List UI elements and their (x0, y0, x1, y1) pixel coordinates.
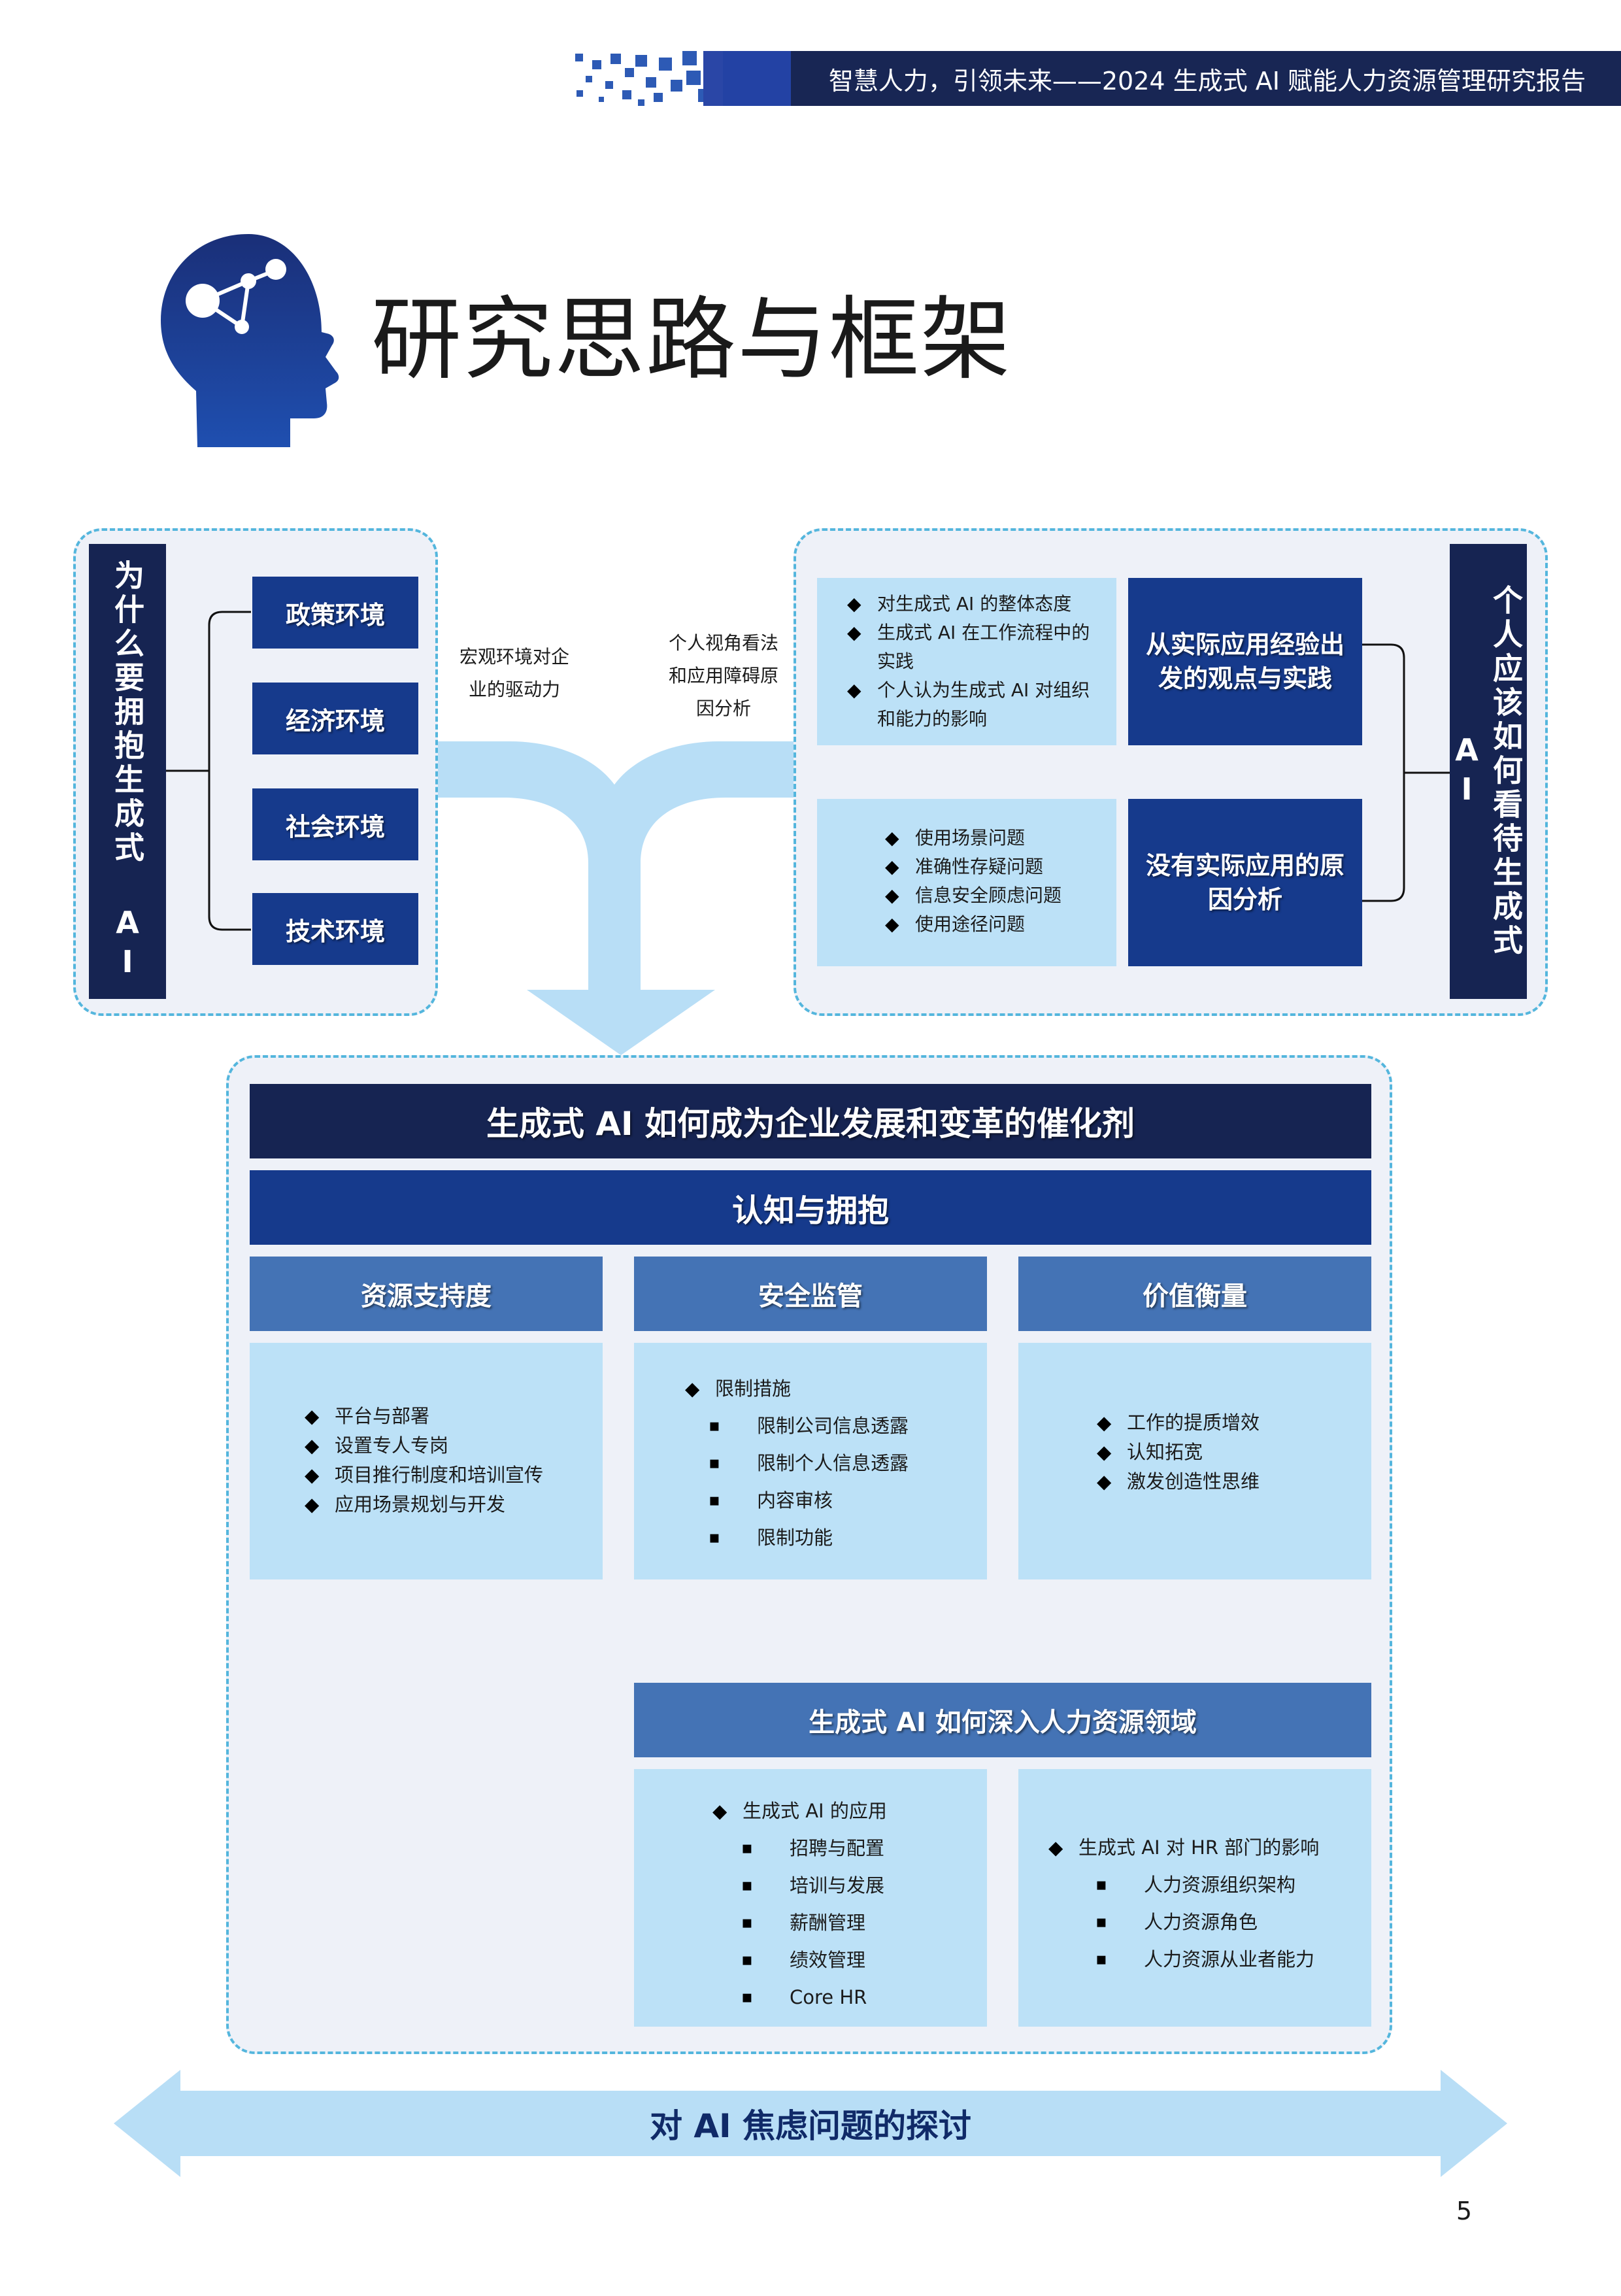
hr-application-sub: 招聘与配置 (741, 1830, 974, 1867)
col-resource-header: 资源支持度 (250, 1257, 603, 1331)
header-pixel-pattern (573, 51, 795, 106)
security-sub-item: 限制个人信息透露 (709, 1445, 974, 1482)
header-bar (791, 51, 1621, 106)
section-title: 研究思路与框架 (371, 287, 1012, 392)
left-vertical-label: 为什么要拥抱生成式 AI (89, 544, 166, 999)
item-economy: 经济环境 (252, 683, 418, 754)
hr-impact-body: 生成式 AI 对 HR 部门的影响 人力资源组织架构 人力资源角色 人力资源从业… (1018, 1769, 1371, 2027)
security-sub-item: 限制功能 (709, 1519, 974, 1557)
hr-application-body: 生成式 AI 的应用 招聘与配置 培训与发展 薪酬管理 绩效管理 Core HR (634, 1769, 987, 2027)
hr-impact-sub: 人力资源组织架构 (1095, 1866, 1358, 1904)
left-bracket (166, 611, 251, 931)
opinion-bullet: 个人认为生成式 AI 对组织和能力的影响 (847, 676, 1103, 734)
security-bullet: 限制措施 (685, 1370, 974, 1408)
no-use-bullet: 准确性存疑问题 (885, 853, 1103, 881)
hr-application-sub: 薪酬管理 (741, 1904, 974, 1942)
page-number: 5 (1456, 2197, 1473, 2225)
item-technology: 技术环境 (252, 893, 418, 965)
opinion-bullet: 生成式 AI 在工作流程中的实践 (847, 618, 1103, 676)
framework-subtitle: 认知与拥抱 (250, 1170, 1371, 1245)
hr-application-sub: 绩效管理 (741, 1942, 974, 1979)
framework-main-title: 生成式 AI 如何成为企业发展和变革的催化剂 (250, 1084, 1371, 1158)
hr-section-header: 生成式 AI 如何深入人力资源领域 (634, 1683, 1371, 1757)
hr-impact-sub: 人力资源角色 (1095, 1904, 1358, 1941)
no-use-bullet: 信息安全顾虑问题 (885, 881, 1103, 910)
report-title: 智慧人力，引领未来——2024 生成式 AI 赋能人力资源管理研究报告 (828, 66, 1586, 95)
right-vertical-label: 个人应该如何看待生成式 AI (1449, 544, 1527, 999)
hr-application-bullet: 生成式 AI 的应用 (712, 1793, 974, 1830)
right-caption: 个人视角看法和应用障碍原因分析 (668, 632, 778, 719)
resource-bullet: 项目推行制度和培训宣传 (305, 1460, 590, 1490)
no-use-bullet: 使用场景问题 (885, 824, 1103, 853)
no-use-bullet: 使用途径问题 (885, 910, 1103, 939)
hr-application-sub: Core HR (741, 1979, 974, 2016)
value-bullet: 激发创造性思维 (1097, 1467, 1358, 1496)
col-resource-body: 平台与部署 设置专人专岗 项目推行制度和培训宣传 应用场景规划与开发 (250, 1343, 603, 1579)
resource-bullet: 设置专人专岗 (305, 1431, 590, 1460)
resource-bullet: 平台与部署 (305, 1402, 590, 1431)
value-bullet: 工作的提质增效 (1097, 1408, 1358, 1438)
left-caption: 宏观环境对企业的驱动力 (459, 646, 569, 700)
value-bullet: 认知拓宽 (1097, 1438, 1358, 1467)
opinion-label: 从实际应用经验出发的观点与实践 (1128, 578, 1362, 745)
opinion-bullet: 对生成式 AI 的整体态度 (847, 590, 1103, 618)
bottom-arrow-label: 对 AI 焦虑问题的探讨 (649, 2107, 972, 2145)
col-security-header: 安全监管 (634, 1257, 987, 1331)
hr-impact-sub: 人力资源从业者能力 (1095, 1941, 1358, 1978)
hr-impact-bullet: 生成式 AI 对 HR 部门的影响 (1048, 1829, 1358, 1866)
col-value-header: 价值衡量 (1018, 1257, 1371, 1331)
security-sub-item: 内容审核 (709, 1482, 974, 1519)
item-policy: 政策环境 (252, 577, 418, 649)
right-bracket (1362, 643, 1450, 902)
resource-bullet: 应用场景规划与开发 (305, 1490, 590, 1519)
head-network-icon (150, 229, 346, 451)
col-security-body: 限制措施 限制公司信息透露 限制个人信息透露 内容审核 限制功能 (634, 1343, 987, 1579)
no-use-bullets-box: 使用场景问题 准确性存疑问题 信息安全顾虑问题 使用途径问题 (817, 799, 1116, 966)
no-use-label: 没有实际应用的原因分析 (1128, 799, 1362, 966)
item-society: 社会环境 (252, 788, 418, 860)
col-value-body: 工作的提质增效 认知拓宽 激发创造性思维 (1018, 1343, 1371, 1579)
security-sub-item: 限制公司信息透露 (709, 1408, 974, 1445)
opinion-bullets-box: 对生成式 AI 的整体态度 生成式 AI 在工作流程中的实践 个人认为生成式 A… (817, 578, 1116, 745)
hr-application-sub: 培训与发展 (741, 1867, 974, 1904)
